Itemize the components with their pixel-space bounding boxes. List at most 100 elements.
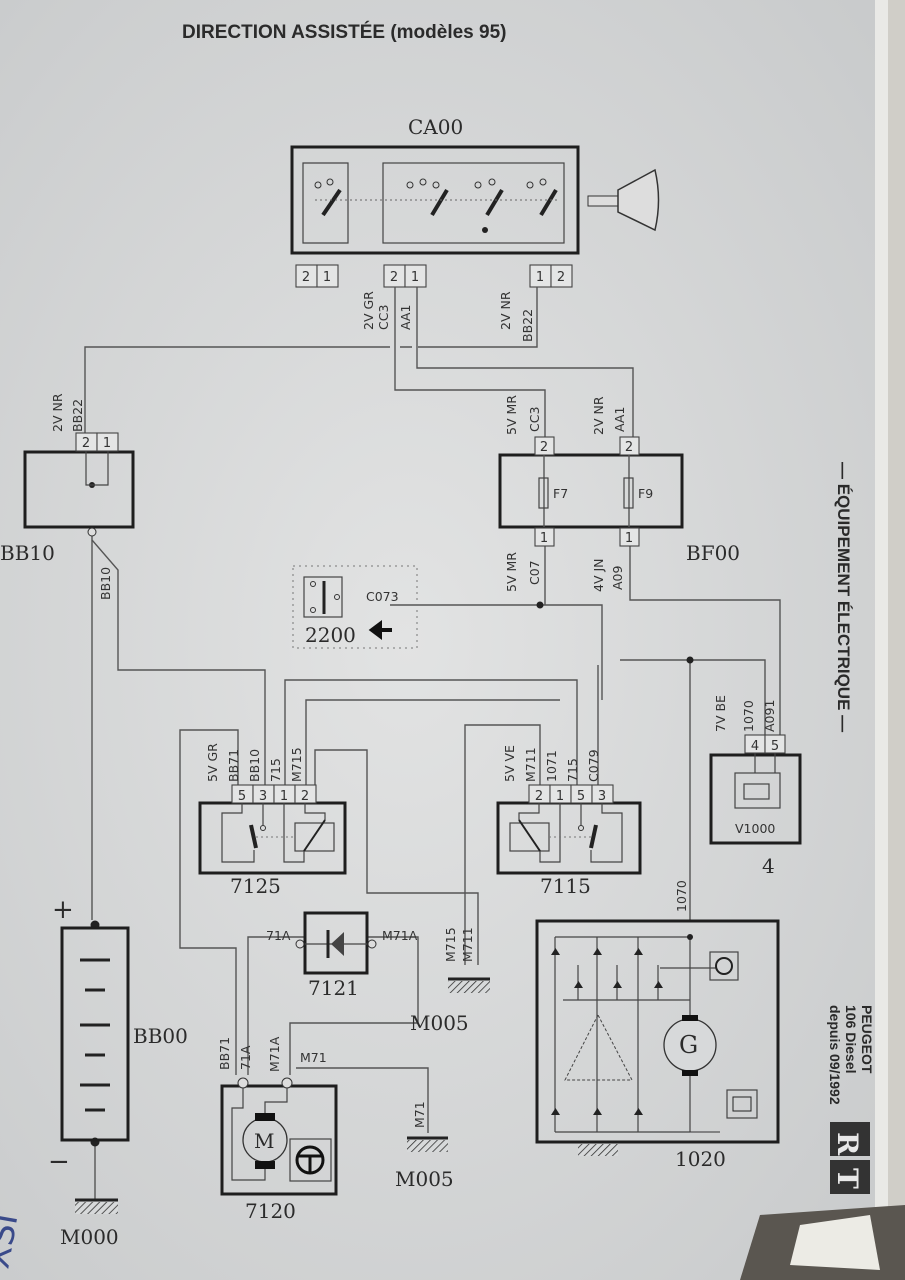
label-bb10-pins-1: 1 [103, 436, 111, 451]
label-r7125-wires-4: M715 [289, 747, 304, 782]
lever-icon [587, 168, 660, 232]
label-g1-wires-1: M711 [460, 927, 475, 962]
label-r7115-pins-3: 3 [598, 789, 606, 804]
label-r7115-wires-3: 715 [565, 758, 580, 782]
warning-lamp-icon [732, 1096, 752, 1112]
label-r7125-pins-2: 1 [280, 789, 288, 804]
component-2200: 2200 C073 [292, 565, 418, 649]
label-r7125-wires-2: BB10 [247, 749, 262, 782]
label-m7120-wires-3: M71 [300, 1050, 327, 1065]
label-alt1020-gen: G [679, 1031, 698, 1059]
label-bf00-wire_top_1-0: 5V MR [504, 395, 519, 435]
label-bf00-bottom_pins-1: 1 [625, 531, 633, 546]
label-g1-label: M005 [410, 1011, 469, 1035]
label-m7120-wires-2: M71A [267, 1036, 282, 1072]
steering-wheel-icon [295, 1145, 325, 1175]
label-bb10-wire_top-0: 2V NR [50, 393, 65, 432]
label-ca00-pins_a-1: 1 [323, 270, 331, 285]
label-r7125-label: 7125 [230, 874, 281, 898]
label-bf00-bottom_pins-0: 1 [540, 531, 548, 546]
component-7120-motor: M BB71 71A M71A M71 7120 [217, 1036, 338, 1223]
component-bb00-battery: + − BB00 [48, 895, 188, 1177]
label-bb00-plus: + [52, 895, 74, 925]
vehicle-make: PEUGEOT [859, 1005, 875, 1074]
label-r7115-pins-2: 5 [577, 789, 585, 804]
arrow-left-icon [368, 620, 392, 640]
label-bb10-pins-0: 2 [82, 436, 90, 451]
label-s2200-wire: C073 [366, 589, 399, 604]
label-r7125-pins-3: 2 [301, 789, 309, 804]
label-s2200-label: 2200 [305, 623, 356, 647]
fuse-f9-icon [623, 477, 634, 509]
diode-icon [331, 932, 344, 956]
fuse-f7-icon [538, 477, 549, 509]
component-7121: 71A M71A 7121 [266, 911, 418, 1000]
label-ca00-pins_a-0: 2 [302, 270, 310, 285]
label-m7120-motor: M [254, 1129, 274, 1153]
label-r7115-wires-1: M711 [523, 747, 538, 782]
label-bf00-top_pins-0: 2 [540, 440, 548, 455]
label-bb00-minus: − [48, 1147, 70, 1177]
label-bf00-top_pins-1: 2 [625, 440, 633, 455]
label-v1000-wires-1: 1070 [741, 700, 756, 732]
label-alt1020-label: 1020 [675, 1147, 726, 1171]
section-header: — ÉQUIPEMENT ÉLECTRIQUE — [834, 462, 853, 732]
label-bf00-wire_bot_2-0: 4V JN [591, 558, 606, 592]
battery-icon [743, 783, 770, 800]
page-edge-shadow [888, 0, 905, 1280]
label-d7121-left: 71A [266, 928, 291, 943]
label-bf00-wire_bot_1-1: C07 [527, 560, 542, 585]
label-v1000-sub: 4 [762, 854, 775, 878]
label-g2-label: M005 [395, 1167, 454, 1191]
ground-m000: M000 [60, 1198, 119, 1249]
page-title: DIRECTION ASSISTÉE (modèles 95) [182, 21, 506, 43]
label-ca00-pins_c-0: 1 [536, 270, 544, 285]
label-ca00-pins_b-0: 2 [390, 270, 398, 285]
label-r7115-pins-1: 1 [556, 789, 564, 804]
label-d7121-right: M71A [382, 928, 418, 943]
label-r7115-wires-2: 1071 [544, 750, 559, 782]
label-g2-wire: M71 [412, 1101, 427, 1128]
label-bf00-fuses-0: F7 [553, 486, 568, 501]
label-bf00-wire_top_2-1: AA1 [612, 407, 627, 432]
label-v1000-wires-2: A091 [762, 700, 777, 732]
label-ca00-pins_b-1: 1 [411, 270, 419, 285]
label-r7115-wires-4: C079 [586, 749, 601, 782]
label-r7115-pins-0: 2 [535, 789, 543, 804]
label-r7125-pins-0: 5 [238, 789, 246, 804]
label-r7125-wires-0: 5V GR [205, 743, 220, 782]
label-alt1020-wire: 1070 [674, 880, 689, 912]
label-bf00-wire_bot_1-0: 5V MR [504, 552, 519, 592]
stator-winding-icon [564, 1013, 633, 1081]
label-r7125-pins-1: 3 [259, 789, 267, 804]
label-v1000-wires-0: 7V BE [713, 695, 728, 732]
label-ca00-wire_c-0: 2V NR [498, 291, 513, 330]
label-bf00-wire_top_1-1: CC3 [527, 407, 542, 432]
label-bb10-wire_out: BB10 [98, 567, 113, 600]
label-ca00-pins_c-1: 2 [557, 270, 565, 285]
page-corner-curl [790, 1215, 880, 1270]
label-v1000-label: V1000 [735, 821, 775, 836]
label-g1-wires-0: M715 [443, 927, 458, 962]
label-v1000-pins-1: 5 [771, 739, 779, 754]
label-r7115-wires-0: 5V VE [502, 745, 517, 782]
vehicle-since: depuis 09/1992 [827, 1005, 843, 1105]
label-bf00-wire_bot_2-1: A09 [610, 565, 625, 590]
label-m7120-wires-0: BB71 [217, 1037, 232, 1070]
component-1020-alternator: G 1070 1020 [535, 880, 780, 1171]
bf00-label: BF00 [686, 541, 740, 565]
label-r7115-label: 7115 [540, 874, 591, 898]
label-ca00-wire_c-1: BB22 [520, 309, 535, 342]
label-d7121-label: 7121 [308, 976, 359, 1000]
label-r7125-wires-3: 715 [268, 758, 283, 782]
rta-logo: R T [830, 1122, 870, 1194]
